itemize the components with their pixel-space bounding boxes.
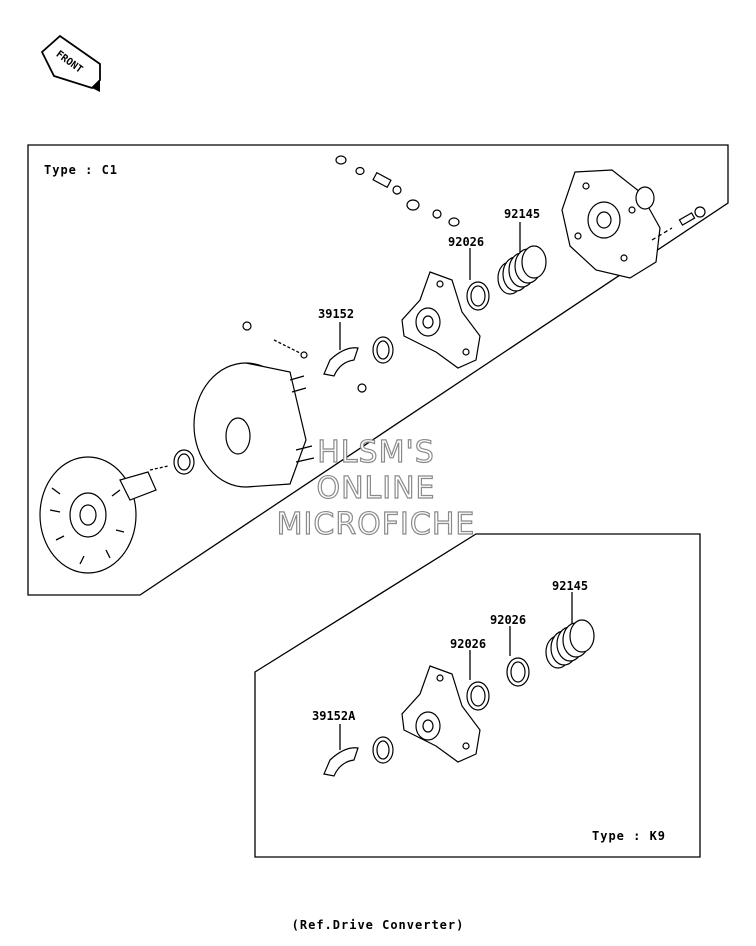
watermark: HLSM'S ONLINE MICROFICHE bbox=[276, 434, 476, 542]
label-92026-k9-b: 92026 bbox=[450, 637, 486, 651]
spring-92145-k9 bbox=[545, 619, 595, 669]
label-39152a: 39152A bbox=[312, 709, 356, 723]
type-c1-label: Type : C1 bbox=[44, 163, 118, 177]
spider-plate-k9 bbox=[401, 665, 481, 763]
weight-39152a bbox=[323, 747, 359, 777]
label-92145-top: 92145 bbox=[504, 207, 540, 221]
label-92145-k9: 92145 bbox=[552, 579, 588, 593]
weight-39152 bbox=[323, 347, 359, 377]
spring-92145 bbox=[497, 245, 547, 295]
rear-cover bbox=[561, 169, 661, 279]
bolt bbox=[651, 206, 706, 241]
movable-sheave bbox=[193, 362, 315, 488]
fixed-sheave bbox=[39, 456, 157, 574]
label-92026-k9-a: 92026 bbox=[490, 613, 526, 627]
bushing bbox=[635, 186, 655, 210]
type-k9-label: Type : K9 bbox=[592, 829, 666, 843]
watermark-line-3: MICROFICHE bbox=[277, 507, 476, 542]
roller-set bbox=[335, 155, 460, 227]
watermark-line-2: ONLINE bbox=[316, 471, 435, 506]
front-arrow-icon: FRONT bbox=[40, 34, 101, 92]
pivot-pins bbox=[242, 321, 308, 359]
ref-caption: (Ref.Drive Converter) bbox=[291, 918, 465, 932]
frame-type-k9 bbox=[254, 533, 701, 858]
label-39152: 39152 bbox=[318, 307, 354, 321]
nut-small bbox=[357, 383, 367, 393]
spider-plate bbox=[401, 271, 481, 369]
frame-type-c1 bbox=[27, 144, 729, 596]
watermark-line-1: HLSM'S bbox=[317, 435, 435, 470]
label-92026-top: 92026 bbox=[448, 235, 484, 249]
